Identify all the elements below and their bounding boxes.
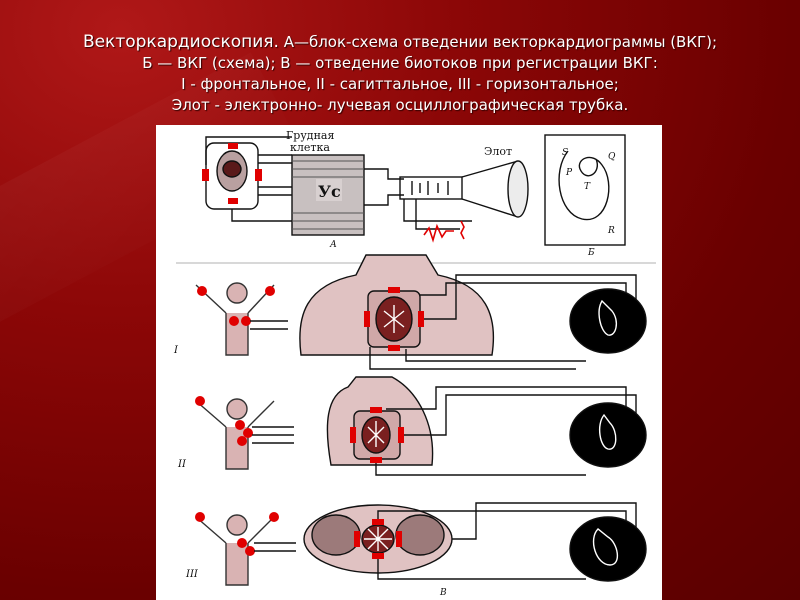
- electrode: [202, 169, 209, 181]
- electrode: [237, 436, 247, 446]
- chest-label-line1: Грудная: [286, 129, 334, 142]
- panel-b-label: Б: [587, 248, 595, 258]
- electrode: [370, 457, 382, 463]
- panel-b-vkg-loop: [544, 134, 626, 246]
- title-lead: Векторкардиоскопия.: [82, 32, 279, 52]
- signal-zigzag: [423, 220, 465, 243]
- title-line-3: I - фронтальное, II - сагиттальное, III …: [181, 75, 619, 93]
- oscilloscope-screen: [569, 288, 647, 354]
- electrode: [388, 287, 400, 293]
- electrode: [364, 311, 370, 327]
- electrode: [398, 427, 404, 443]
- wires: [254, 542, 296, 552]
- vkg-label-p: P: [565, 168, 573, 178]
- vkg-label-t: T: [584, 182, 591, 192]
- electrode: [388, 345, 400, 351]
- lead-wires: [369, 274, 637, 370]
- wires: [364, 168, 404, 206]
- lung: [395, 514, 445, 556]
- electrode: [372, 519, 384, 525]
- electrode: [229, 316, 239, 326]
- amplifier-label-bg: [316, 179, 342, 201]
- vkg-trace: [592, 528, 618, 566]
- lead-wires: [375, 386, 637, 476]
- electrode: [245, 546, 255, 556]
- electrode: [269, 512, 279, 522]
- oscilloscope-screen: [569, 402, 647, 468]
- slide-title: Векторкардиоскопия. А—блок-схема отведен…: [40, 32, 760, 116]
- vkg-frame: [544, 134, 626, 246]
- row-label-horizontal: III: [185, 569, 199, 580]
- panel-a-block-diagram: [202, 136, 529, 243]
- amplifier-hatch: [292, 160, 364, 230]
- electrode: [350, 427, 356, 443]
- vkg-trace: [598, 413, 617, 450]
- electrode: [370, 407, 382, 413]
- wires: [403, 199, 472, 230]
- electrode: [197, 286, 207, 296]
- vkg-label-r: R: [607, 226, 615, 236]
- vkg-trace: [598, 299, 618, 336]
- electrode: [396, 531, 402, 547]
- title-line-4: Элот - электронно- лучевая осциллографич…: [171, 96, 629, 114]
- electrode: [195, 512, 205, 522]
- wires: [250, 320, 288, 330]
- title-rest: А—блок-схема отведении векторкардиограмм…: [278, 33, 718, 51]
- tube-cone: [461, 160, 519, 218]
- heart-core: [222, 160, 242, 178]
- electrode: [241, 316, 251, 326]
- title-line-2: Б — ВКГ (схема); В — отведение биотоков …: [142, 54, 658, 72]
- title-line-1: Векторкардиоскопия. А—блок-схема отведен…: [40, 32, 760, 53]
- electrode: [354, 531, 360, 547]
- row-sagittal: [195, 376, 647, 476]
- row-frontal: [195, 254, 647, 370]
- electrode: [237, 538, 247, 548]
- electrode: [195, 396, 205, 406]
- tube-label: Элот: [484, 145, 512, 158]
- vkg-illustration: Грудная клетка Ус Элот А Б В S Q P T R I…: [173, 129, 656, 598]
- vkg-label-s: S: [562, 148, 568, 158]
- electrode: [228, 143, 238, 149]
- heart-vectors: [367, 421, 385, 447]
- electrode: [228, 198, 238, 204]
- row-label-sagittal: II: [177, 459, 187, 470]
- vkg-loop-curve: [558, 150, 610, 221]
- heart-vectors: [364, 527, 392, 551]
- wires: [252, 426, 294, 444]
- vkg-figure: Грудная клетка Ус Элот А Б В S Q P T R I…: [156, 125, 662, 600]
- head: [226, 514, 248, 536]
- wires: [205, 136, 292, 222]
- row-label-frontal: I: [173, 345, 179, 356]
- electrode: [235, 420, 245, 430]
- electrode: [418, 311, 424, 327]
- amplifier-label: Ус: [318, 182, 341, 201]
- head: [226, 398, 248, 420]
- lung: [311, 514, 361, 556]
- tube-screen: [507, 160, 529, 218]
- tube-plates: [411, 181, 449, 195]
- heart-vectors: [383, 305, 405, 333]
- electrode: [372, 553, 384, 559]
- electrode: [265, 286, 275, 296]
- electrode: [243, 428, 253, 438]
- vkg-label-q: Q: [608, 152, 616, 162]
- chest-label-line2: клетка: [290, 141, 330, 154]
- head: [226, 282, 248, 304]
- panel-a-label: А: [329, 240, 337, 250]
- panel-v-label: В: [439, 588, 447, 598]
- oscilloscope-screen: [569, 516, 647, 582]
- tube-neck: [399, 176, 463, 200]
- row-horizontal: [195, 502, 647, 586]
- electrode: [255, 169, 262, 181]
